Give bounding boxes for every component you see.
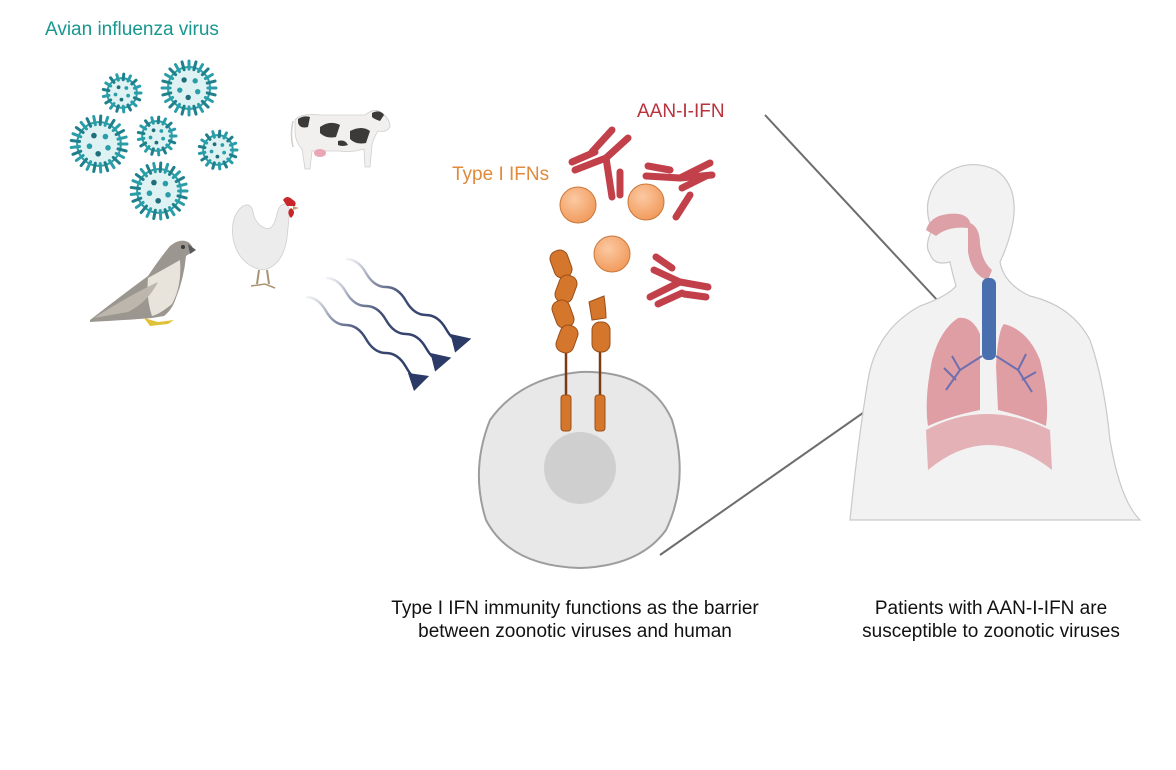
caption-left-line1: Type I IFN immunity functions as the bar… (391, 598, 759, 619)
trachea (982, 278, 996, 360)
autoantibodies (568, 126, 716, 308)
antibody (646, 253, 712, 308)
virus-particle (101, 72, 143, 114)
zoom-line-top (764, 114, 966, 331)
human-respiratory-icon (849, 163, 1142, 521)
type-i-ifn-spheres (559, 183, 665, 273)
virus-particle (160, 59, 218, 117)
virus-particle (197, 129, 239, 171)
ifn-sphere (593, 235, 631, 273)
antibody (568, 126, 632, 201)
nucleus (544, 432, 616, 504)
type-i-ifns-label: Type I IFNs (452, 164, 550, 185)
ifn-sphere (559, 186, 597, 224)
ifn-receptor-left (549, 249, 579, 432)
virus-particle (69, 114, 129, 174)
cow-icon (290, 110, 391, 170)
left-lung (926, 317, 980, 426)
transmission-arrows (305, 257, 472, 392)
falcon-icon (90, 240, 196, 326)
virus-particle (136, 115, 178, 157)
caption-left-line2: between zoonotic viruses and human (418, 621, 732, 642)
caption-patients-susceptible: Patients with AAN-I-IFN are susceptible … (826, 597, 1156, 643)
avian-influenza-virus-label: Avian influenza virus (45, 19, 219, 40)
wave-arrow (325, 276, 452, 372)
aan-i-ifn-label: AAN-I-IFN (637, 101, 725, 122)
caption-right-line1: Patients with AAN-I-IFN are (874, 598, 1108, 619)
virus-particle (129, 161, 189, 221)
antibody (642, 159, 716, 221)
virus-cluster (69, 59, 239, 221)
wave-arrow (305, 295, 430, 392)
chicken-icon (232, 197, 299, 289)
ifn-sphere (627, 183, 665, 221)
caption-right-line2: susceptible to zoonotic viruses (862, 621, 1120, 642)
ifn-receptor-right (588, 295, 611, 432)
caption-ifn-barrier: Type I IFN immunity functions as the bar… (340, 597, 810, 643)
wave-arrow (345, 257, 472, 353)
cell (477, 370, 681, 570)
